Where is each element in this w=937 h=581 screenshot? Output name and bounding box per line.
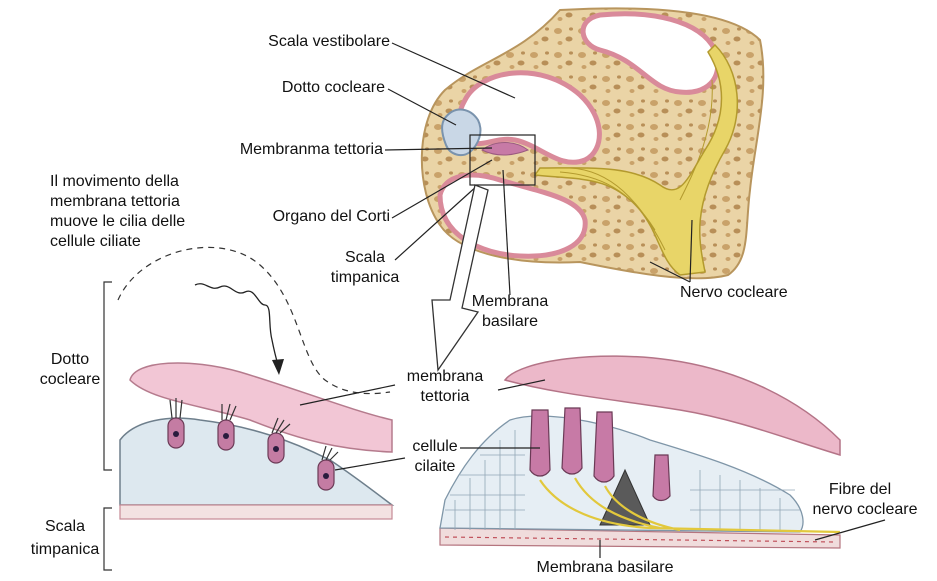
caption-line-3: muove le cilia delle: [50, 212, 185, 231]
caption-line-2: membrana tettoria: [50, 192, 180, 211]
label-membrana-basilare-l2: basilare: [460, 312, 560, 331]
caption-line-4: cellule ciliate: [50, 232, 141, 251]
label-center-tettoria-l1: membrana: [395, 367, 495, 386]
label-fibre-l2: nervo cocleare: [800, 500, 930, 519]
label-scala-timpanica-l2: timpanica: [320, 268, 410, 287]
label-center-cellule-l1: cellule: [400, 437, 470, 456]
wavy-arrow: [195, 284, 278, 365]
label-left-dotto-l2: cocleare: [30, 370, 110, 389]
caption-line-1: Il movimento della: [50, 172, 179, 191]
label-bottom-basilare: Membrana basilare: [530, 558, 680, 577]
label-membrana-basilare-l1: Membrana: [460, 292, 560, 311]
label-scala-timpanica-l1: Scala: [330, 248, 400, 267]
left-basilar-membrane: [120, 505, 392, 519]
label-nervo-cocleare: Nervo cocleare: [680, 283, 788, 302]
label-dotto-cocleare: Dotto cocleare: [250, 78, 385, 97]
label-organo-corti: Organo del Corti: [245, 207, 390, 226]
label-fibre-l1: Fibre del: [800, 480, 920, 499]
organ-of-corti-detail: [440, 356, 840, 548]
wavy-arrowhead: [272, 359, 284, 375]
label-left-dotto-l1: Dotto: [35, 350, 105, 369]
label-scala-vestibolare: Scala vestibolare: [240, 32, 390, 51]
label-membrana-tettoria: Membranma tettoria: [215, 140, 383, 159]
scala-bracket: [104, 508, 112, 570]
label-center-cellule-l2: cilaite: [400, 457, 470, 476]
simplified-diagram: [104, 247, 392, 570]
label-left-scala-l1: Scala: [30, 517, 100, 536]
label-left-scala-l2: timpanica: [20, 540, 110, 559]
label-center-tettoria-l2: tettoria: [395, 387, 495, 406]
